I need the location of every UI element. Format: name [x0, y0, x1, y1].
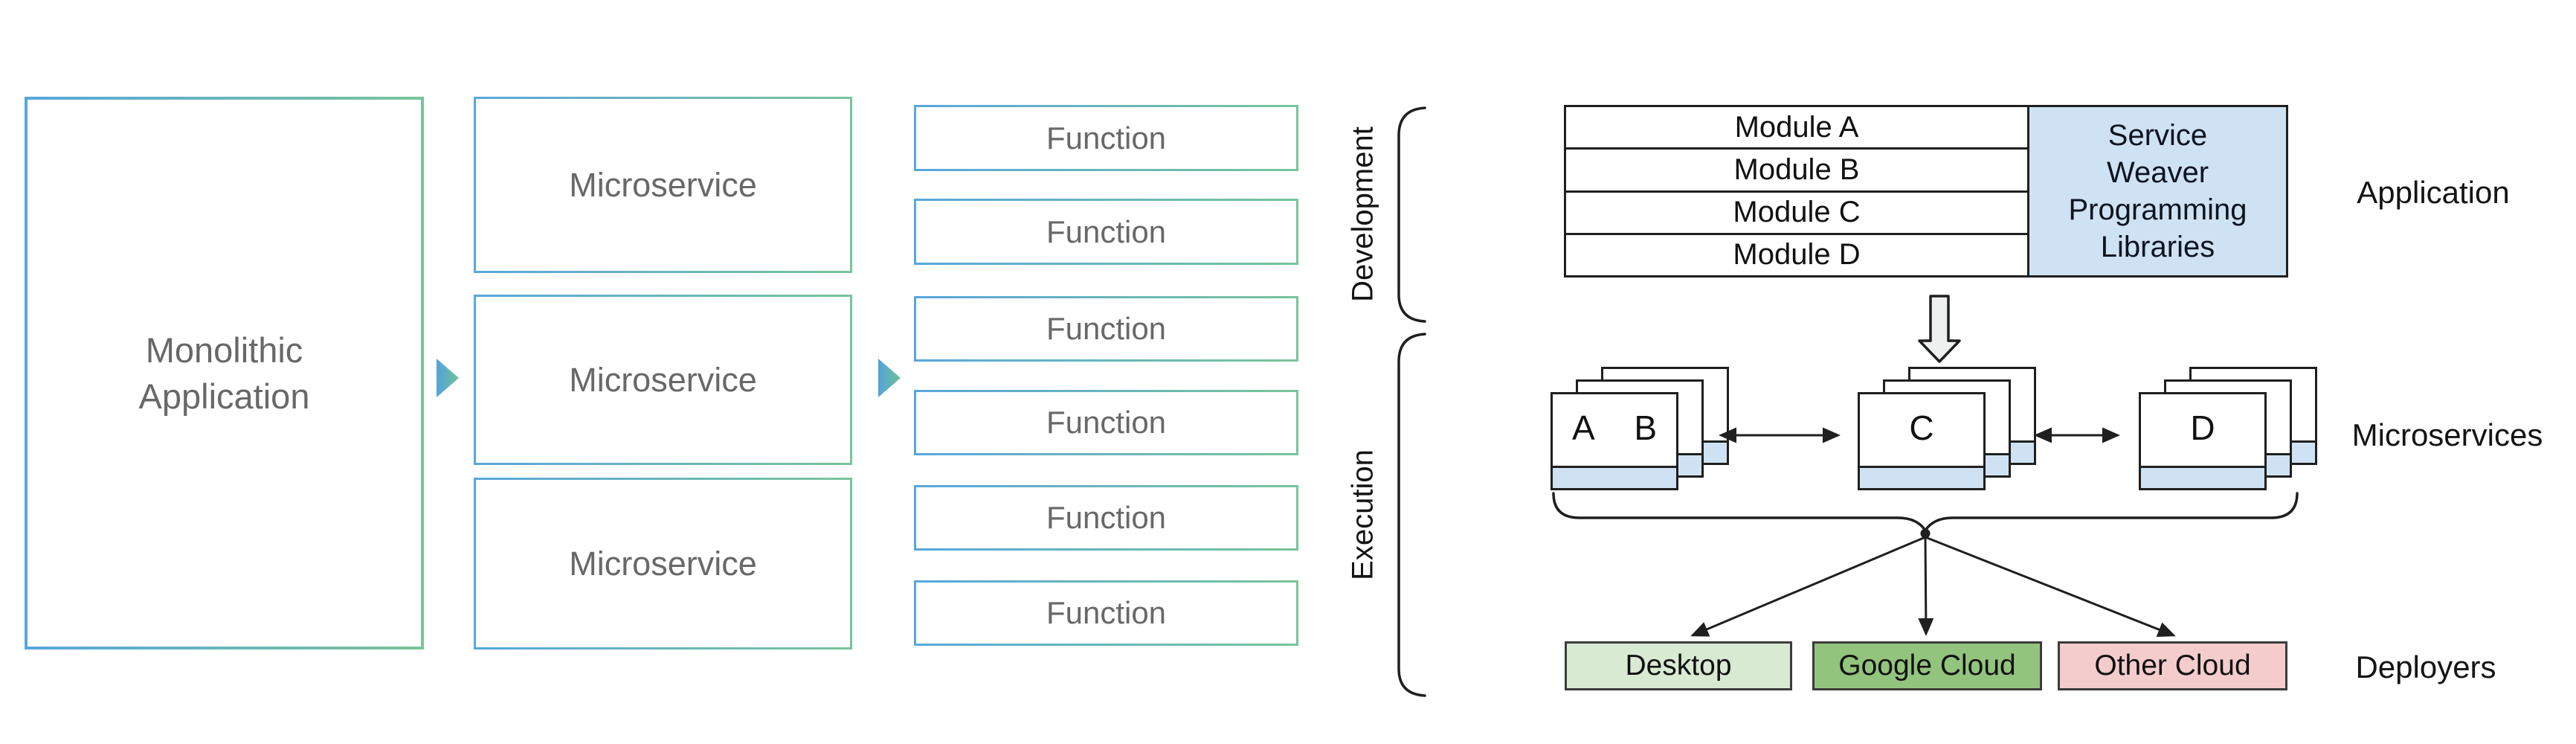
deployer-label: Desktop	[1625, 650, 1732, 682]
deployer-label: Google Cloud	[1838, 650, 2016, 682]
stack-front-card: A B	[1551, 392, 1678, 490]
microservices-row-label: Microservices	[2351, 417, 2543, 452]
deploy-arrow-google-cloud	[1918, 536, 1934, 636]
execution-bracket	[1397, 333, 1426, 697]
function-box: Function	[914, 199, 1298, 265]
monolithic-application-box: Monolithic Application	[25, 97, 424, 650]
microservice-box: Microservice	[474, 478, 852, 650]
deployer-desktop: Desktop	[1565, 641, 1792, 690]
deployer-google-cloud: Google Cloud	[1812, 641, 2042, 690]
function-box: Function	[914, 296, 1298, 362]
development-stage-label: Development	[1346, 126, 1379, 302]
module-row: Module D	[1733, 238, 1861, 272]
microservice-label: Microservice	[569, 544, 757, 583]
library-line: Libraries	[2100, 231, 2215, 263]
deployer-label: Other Cloud	[2094, 650, 2251, 682]
deploy-down-arrow-icon	[1918, 295, 1961, 363]
stack-front-card: C	[1858, 392, 1986, 490]
function-box: Function	[914, 485, 1298, 551]
stack-card-runtime-strip	[1860, 466, 1983, 488]
execution-stage-label: Execution	[1346, 449, 1379, 580]
stack-front-card: D	[2139, 392, 2267, 490]
library-line: Weaver	[2106, 156, 2209, 189]
module-letter: C	[1909, 408, 1934, 447]
module-letter: A	[1572, 408, 1595, 447]
monolith-line2: Application	[138, 376, 310, 416]
function-box: Function	[914, 580, 1298, 646]
stack-card-runtime-strip	[2141, 466, 2264, 488]
library-line: Service	[2108, 119, 2208, 152]
modules-column: Module A Module B Module C Module D	[1566, 107, 2027, 275]
application-row-label: Application	[2357, 175, 2510, 210]
monolith-line1: Monolithic	[145, 330, 303, 370]
stack-card-runtime-strip	[1553, 466, 1676, 488]
flow-arrow-icon	[437, 359, 459, 397]
microservices-brace	[1552, 492, 2299, 533]
deploy-arrow-desktop	[1690, 536, 1926, 637]
function-label: Function	[1046, 500, 1167, 535]
development-bracket	[1397, 106, 1426, 323]
module-letter: B	[1634, 408, 1657, 447]
module-letter: D	[2190, 408, 2215, 447]
stack-letters: A B	[1553, 394, 1676, 461]
microservice-label: Microservice	[569, 360, 757, 399]
library-line: Programming	[2068, 193, 2247, 226]
deployers-row-label: Deployers	[2355, 650, 2496, 684]
function-box: Function	[914, 105, 1298, 171]
flow-arrow-icon	[878, 359, 901, 397]
microservice-stack-ab: A B	[1551, 367, 1729, 490]
microservice-box: Microservice	[474, 295, 852, 465]
stack-letters: D	[2141, 394, 2264, 461]
function-label: Function	[1046, 120, 1167, 155]
microservice-label: Microservice	[569, 165, 757, 204]
function-label: Function	[1046, 405, 1167, 440]
module-row: Module C	[1566, 193, 2027, 235]
stack-letters: C	[1860, 394, 1983, 461]
deployer-other-cloud: Other Cloud	[2058, 641, 2287, 690]
fanout-dot	[1920, 528, 1931, 539]
function-label: Function	[1046, 214, 1167, 249]
microservice-box: Microservice	[474, 97, 852, 273]
deploy-arrow-other-cloud	[1925, 536, 2176, 638]
microservice-stack-c: C	[1858, 367, 2036, 490]
function-label: Function	[1046, 595, 1167, 630]
monolithic-application-label: Monolithic Application	[139, 327, 310, 420]
module-row: Module B	[1566, 150, 2027, 193]
microservice-stack-d: D	[2139, 367, 2317, 490]
service-weaver-libraries-box: Service Weaver Programming Libraries	[2027, 107, 2286, 275]
function-label: Function	[1046, 311, 1167, 346]
module-row: Module A	[1566, 107, 2027, 150]
application-modules-table: Module A Module B Module C Module D Serv…	[1564, 105, 2288, 278]
function-box: Function	[914, 390, 1298, 455]
